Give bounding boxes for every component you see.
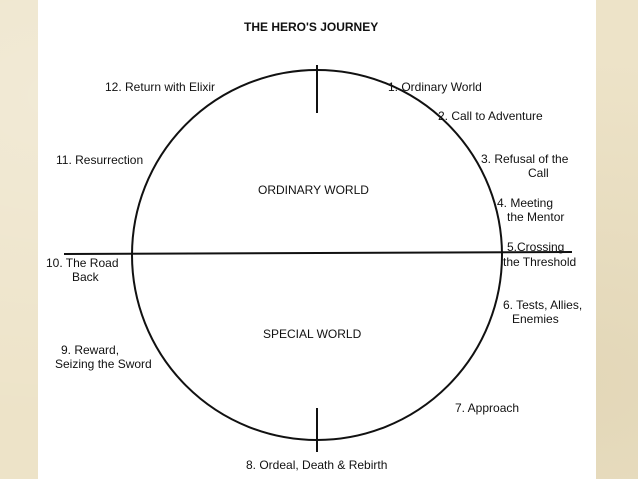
stage-10-line-2: Back <box>72 270 99 284</box>
stage-6-line-1: 6. Tests, Allies, <box>503 298 583 312</box>
stage-4-line-1: 4. Meeting <box>497 196 554 210</box>
stage-5-line-2: the Threshold <box>503 255 577 269</box>
stage-11-label: 11. Resurrection <box>56 153 144 167</box>
stage-2-label: 2. Call to Adventure <box>438 109 543 123</box>
stage-3-line-1: 3. Refusal of the <box>481 152 569 166</box>
stage-9-line-1: 9. Reward, <box>61 343 120 357</box>
region-ordinary-world: ORDINARY WORLD <box>258 183 369 197</box>
threshold-line <box>63 251 573 255</box>
stage-1-label: 1. Ordinary World <box>388 80 482 94</box>
stage-5-line-1: 5.Crossing <box>507 240 565 254</box>
stage-4-line-2: the Mentor <box>507 210 565 224</box>
stage-3-line-2: Call <box>528 166 549 180</box>
region-special-world: SPECIAL WORLD <box>263 327 362 341</box>
stage-7-label: 7. Approach <box>455 401 520 415</box>
stage-6-line-2: Enemies <box>512 312 559 326</box>
journey-circle <box>131 69 503 441</box>
stage-10-line-1: 10. The Road <box>46 256 119 270</box>
stage-9-line-2: Seizing the Sword <box>55 357 152 371</box>
stage-12-label: 12. Return with Elixir <box>105 80 216 94</box>
page-title: THE HERO'S JOURNEY <box>244 20 379 34</box>
stage-8-label: 8. Ordeal, Death & Rebirth <box>246 458 388 472</box>
